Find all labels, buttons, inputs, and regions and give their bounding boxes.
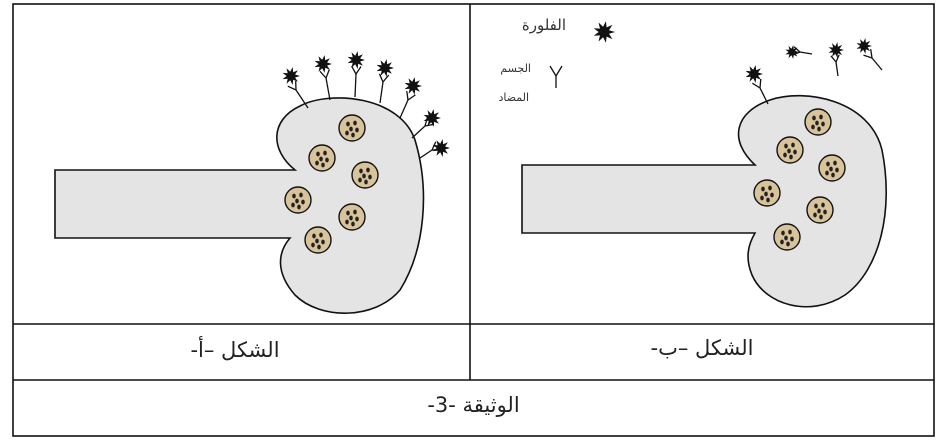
granule [308,144,336,172]
cell-b-body [521,94,888,308]
pathogen-particle-icon [347,51,365,69]
pathogens-b [745,38,872,83]
pathogen-particle-icon [432,139,450,157]
pathogen-particle-icon [785,45,799,59]
antibody [752,78,769,105]
granule [776,136,804,164]
granule [351,161,379,189]
antibody [399,91,416,119]
pathogen-particle-icon [376,59,394,77]
cell-b-granules [753,108,846,251]
pathogen-particle-icon [593,21,615,43]
granule [806,196,834,224]
legend-pathogen-icon [593,21,615,43]
cell-a-granules [284,114,379,254]
pathogen-particle-icon [828,42,844,58]
antibody [351,65,362,98]
table-frame [12,3,935,437]
cell-b [521,94,888,308]
granule [753,179,781,207]
antibody [830,54,840,77]
granule [773,223,801,251]
legend-antibody-label-1: الجسم [500,62,531,75]
antibody [319,69,331,101]
granule [284,186,312,214]
legend-antibody-label-2: المضاد [498,91,529,104]
pathogen-particle-icon [282,67,300,85]
cell-a [54,97,425,314]
granule [304,226,332,254]
antibody [287,80,309,109]
granule [804,108,832,136]
pathogen-particle-icon [314,55,332,73]
caption-figure-a: الشكل –أ- [190,338,280,362]
cell-a-body [54,97,425,314]
granule [338,203,366,231]
antibody [378,73,390,104]
antibody [863,49,883,71]
legend-pathogen-label: الفلورة [521,16,566,34]
pathogen-particle-icon [423,109,441,127]
pathogens-a [282,51,450,157]
antibodies-b [752,46,883,105]
granule [818,154,846,182]
caption-document: الوثيقة -3- [427,393,520,417]
legend-antibody-icon [549,65,563,88]
caption-figure-b: الشكل –ب- [650,336,754,360]
pathogen-particle-icon [745,65,763,83]
pathogen-particle-icon [856,38,872,54]
pathogen-particle-icon [404,77,422,95]
granule [338,114,366,142]
